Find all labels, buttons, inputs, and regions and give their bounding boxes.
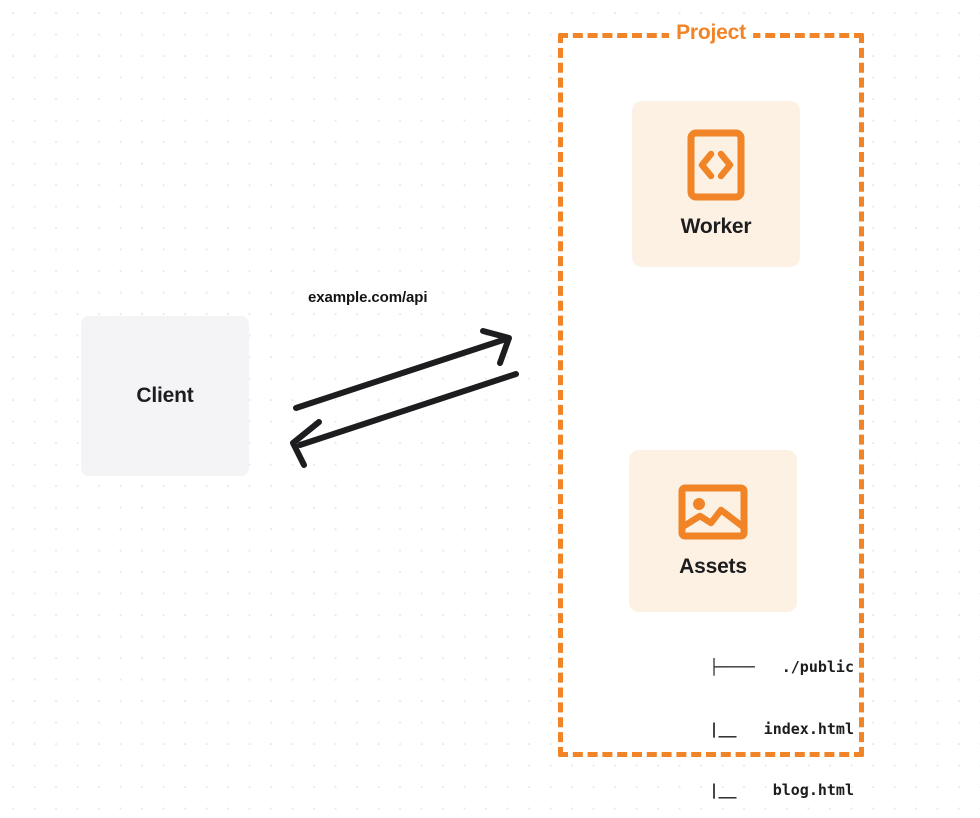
client-node[interactable]: Client <box>81 316 249 476</box>
image-photo-icon <box>678 484 748 540</box>
project-group-title: Project <box>669 20 753 46</box>
worker-card[interactable]: Worker <box>632 101 800 267</box>
arrow-left-icon <box>290 371 519 468</box>
file-tree-row: ├──── ./public <box>709 658 855 676</box>
assets-card-label: Assets <box>679 555 747 578</box>
file-tree-row: |__ blog.html <box>673 781 854 799</box>
project-group: Project Worker Assets ├──── ./public |__… <box>558 20 864 799</box>
connector-label: example.com/api <box>308 289 428 306</box>
code-brackets-icon <box>687 129 745 201</box>
worker-card-label: Worker <box>680 215 752 238</box>
assets-card[interactable]: Assets <box>629 450 797 612</box>
file-tree-row: |__ index.html <box>673 719 854 738</box>
arrow-right-icon <box>293 328 512 411</box>
asset-file-tree: ├──── ./public |__ index.html |__ blog.h… <box>604 616 854 818</box>
client-node-label: Client <box>136 384 194 407</box>
